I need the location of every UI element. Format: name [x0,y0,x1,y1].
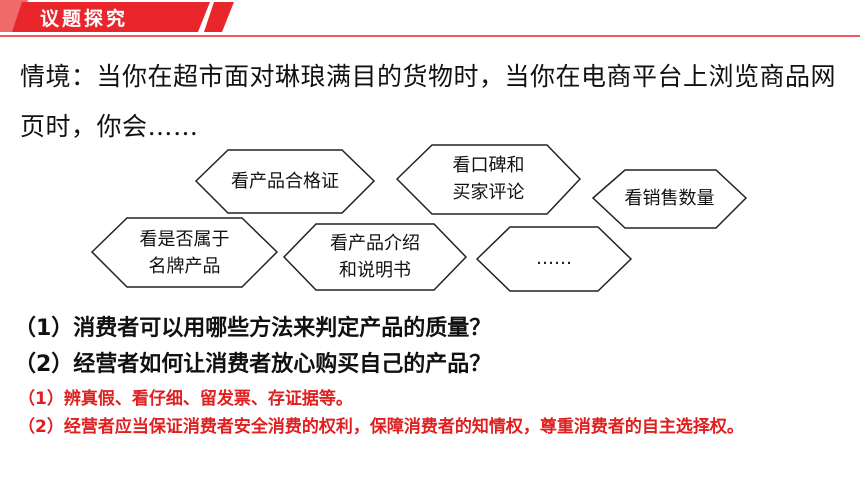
hexagon-label-4: 看是否属于 名牌产品 [139,229,230,277]
hexagon-label-3: 看销售数量 [624,188,715,209]
hexagon-6-shape [475,226,633,292]
section-title: 议题探究 [40,8,129,30]
hexagon-label-1: 看产品合格证 [231,171,339,192]
intro-paragraph: 情境：当你在超市面对琳琅满目的货物时，当你在电商平台上浏览商品网页时，你会…… [20,62,837,141]
hexagon-1-shape [194,149,376,214]
answer-1: （1）辨真假、看仔细、留发票、存证据等。 [18,389,353,409]
hexagon-label-2: 看口碑和 买家评论 [452,155,525,203]
question-2: （2）经营者如何让消费者放心购买自己的产品？ [14,352,492,377]
hexagon-2-shape [395,144,582,215]
hexagon-5-shape [282,223,468,291]
hexagon-4-shape [90,217,279,288]
hexagon-label-5: 看产品介绍 和说明书 [330,233,420,281]
hexagon-label-6: …… [536,248,572,269]
question-1: （1）消费者可以用哪些方法来判定产品的质量？ [14,316,492,341]
header-banner [0,0,860,37]
hexagon-3-shape [591,169,748,229]
answer-2: （2）经营者应当保证消费者安全消费的权利，保障消费者的知情权，尊重消费者的自主选… [18,417,744,437]
